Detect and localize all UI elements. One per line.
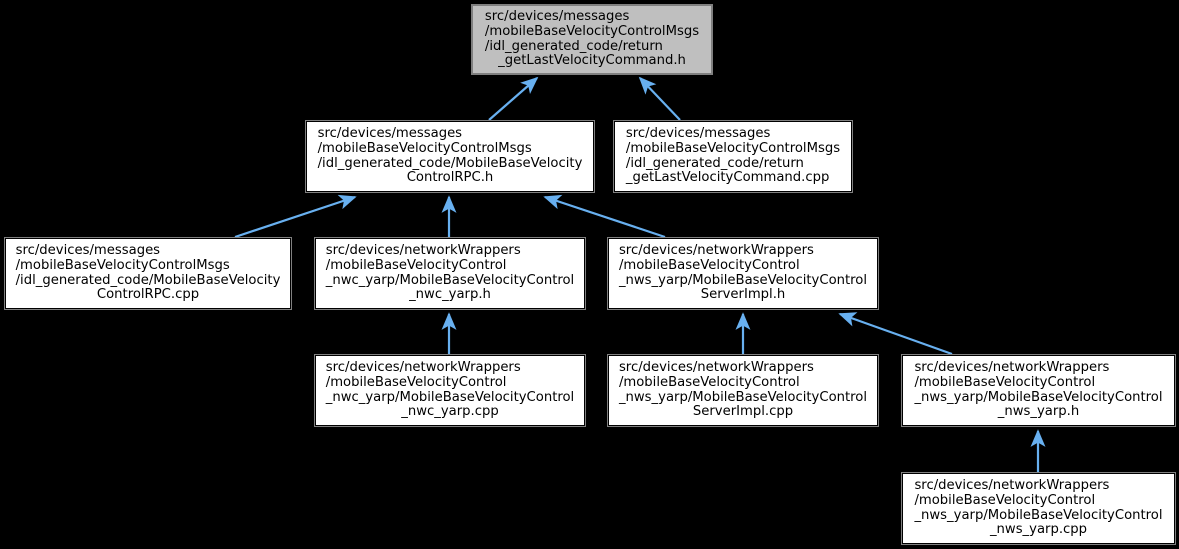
node-MobileBaseVelocityControl_nwc_yarp-h[interactable]: src/devices/networkWrappers/mobileBaseVe… <box>314 237 586 310</box>
node-return_getLastVelocityCommand-h[interactable]: src/devices/messages/mobileBaseVelocityC… <box>471 4 713 75</box>
node-MobileBaseVelocityControlRPC-cpp[interactable]: src/devices/messages/mobileBaseVelocityC… <box>4 237 292 310</box>
node-label-line: src/devices/messages <box>15 242 161 258</box>
edge-n8-to-n5 <box>838 312 953 356</box>
edge-n5-to-n1 <box>543 194 666 239</box>
node-label-line: src/devices/networkWrappers <box>618 242 814 258</box>
node-label-line: _nws_yarp/MobileBaseVelocityControl <box>914 389 1163 405</box>
node-label: src/devices/networkWrappers/mobileBaseVe… <box>618 359 868 420</box>
node-MobileBaseVelocityControl_nws_yarp-h[interactable]: src/devices/networkWrappers/mobileBaseVe… <box>901 354 1176 427</box>
node-label: src/devices/messages/mobileBaseVelocityC… <box>484 8 700 69</box>
node-label-line: src/devices/networkWrappers <box>325 242 521 258</box>
node-label-line: ControlRPC.h <box>406 170 494 186</box>
node-label-line: /mobileBaseVelocityControl <box>618 374 800 390</box>
node-label-line: /idl_generated_code/return <box>625 155 804 171</box>
node-MobileBaseVelocityControlServerImpl-cpp[interactable]: src/devices/networkWrappers/mobileBaseVe… <box>607 354 879 427</box>
edge-n1-to-n0 <box>488 76 539 121</box>
node-label: src/devices/messages/mobileBaseVelocityC… <box>625 125 841 186</box>
node-label: src/devices/messages/mobileBaseVelocityC… <box>317 125 583 186</box>
node-label-line: src/devices/messages <box>484 8 630 24</box>
edge-n3-to-n1 <box>234 194 357 239</box>
node-MobileBaseVelocityControlRPC-h[interactable]: src/devices/messages/mobileBaseVelocityC… <box>305 120 595 193</box>
node-label: src/devices/messages/mobileBaseVelocityC… <box>15 242 281 303</box>
node-MobileBaseVelocityControl_nws_yarp-cpp[interactable]: src/devices/networkWrappers/mobileBaseVe… <box>901 472 1176 545</box>
node-label-line: /idl_generated_code/return <box>484 38 663 54</box>
node-label-line: src/devices/networkWrappers <box>914 477 1110 493</box>
node-label-line: _nws_yarp/MobileBaseVelocityControl <box>618 272 868 288</box>
node-label-line: src/devices/messages <box>317 125 463 141</box>
node-label-line: /mobileBaseVelocityControl <box>914 374 1096 390</box>
node-label: src/devices/networkWrappers/mobileBaseVe… <box>325 359 575 420</box>
node-label-line: _getLastVelocityCommand.cpp <box>625 170 830 186</box>
node-label-line: src/devices/networkWrappers <box>325 359 521 375</box>
node-label-line: _nws_yarp.cpp <box>989 522 1088 538</box>
node-MobileBaseVelocityControlServerImpl-h[interactable]: src/devices/networkWrappers/mobileBaseVe… <box>607 237 879 310</box>
node-label-line: /mobileBaseVelocityControl <box>914 492 1096 508</box>
edge-n2-to-n0 <box>638 76 681 121</box>
node-label-line: src/devices/networkWrappers <box>914 359 1110 375</box>
node-label-line: /idl_generated_code/MobileBaseVelocity <box>15 272 281 288</box>
node-label-line: /mobileBaseVelocityControl <box>618 257 800 273</box>
node-label-line: /mobileBaseVelocityControlMsgs <box>15 257 230 273</box>
node-label-line: _nwc_yarp/MobileBaseVelocityControl <box>325 389 575 405</box>
node-label-line: /mobileBaseVelocityControlMsgs <box>625 140 841 156</box>
node-label-line: /idl_generated_code/MobileBaseVelocity <box>317 155 583 171</box>
node-label: src/devices/networkWrappers/mobileBaseVe… <box>914 477 1163 538</box>
node-MobileBaseVelocityControl_nwc_yarp-cpp[interactable]: src/devices/networkWrappers/mobileBaseVe… <box>314 354 586 427</box>
node-label-line: /mobileBaseVelocityControlMsgs <box>484 23 700 39</box>
node-label-line: /mobileBaseVelocityControl <box>325 374 507 390</box>
node-label-line: _nws_yarp/MobileBaseVelocityControl <box>914 507 1163 523</box>
node-label-line: src/devices/networkWrappers <box>618 359 814 375</box>
node-label: src/devices/networkWrappers/mobileBaseVe… <box>325 242 575 303</box>
node-label-line: /mobileBaseVelocityControlMsgs <box>317 140 532 156</box>
node-label-line: ControlRPC.cpp <box>96 287 200 303</box>
node-label-line: _nwc_yarp.h <box>409 287 491 303</box>
node-label-line: /mobileBaseVelocityControl <box>325 257 507 273</box>
node-label: src/devices/networkWrappers/mobileBaseVe… <box>618 242 868 303</box>
node-label-line: _getLastVelocityCommand.h <box>498 53 686 69</box>
node-label-line: ServerImpl.cpp <box>692 404 794 420</box>
node-label: src/devices/networkWrappers/mobileBaseVe… <box>914 359 1163 420</box>
node-label-line: src/devices/messages <box>625 125 771 141</box>
node-label-line: ServerImpl.h <box>700 287 786 303</box>
node-label-line: _nwc_yarp/MobileBaseVelocityControl <box>325 272 575 288</box>
node-label-line: _nws_yarp.h <box>997 404 1080 420</box>
node-return_getLastVelocityCommand-cpp[interactable]: src/devices/messages/mobileBaseVelocityC… <box>613 120 853 193</box>
node-label-line: _nws_yarp/MobileBaseVelocityControl <box>618 389 868 405</box>
node-label-line: _nwc_yarp.cpp <box>401 404 499 420</box>
